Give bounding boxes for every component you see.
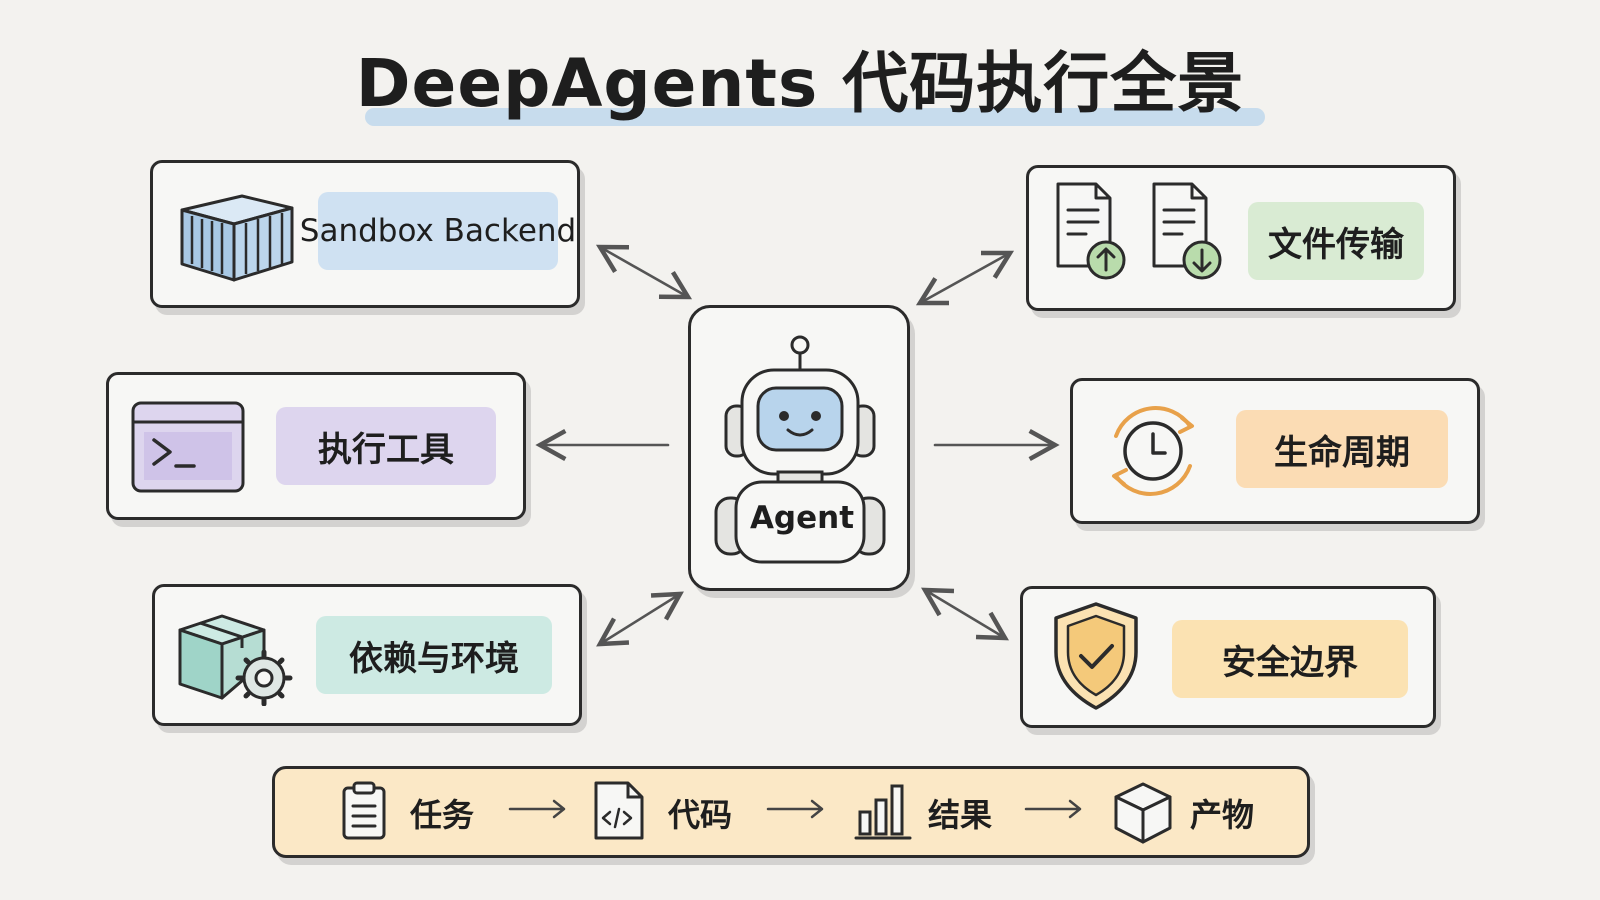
bar-chart-icon bbox=[854, 784, 912, 840]
arrow-right-icon bbox=[508, 799, 566, 819]
arrow-sandbox bbox=[595, 244, 693, 300]
shield-check-icon bbox=[1054, 602, 1138, 710]
file-transfer-label: 文件传输 bbox=[1248, 202, 1424, 280]
clipboard-icon bbox=[342, 781, 386, 840]
terminal-icon bbox=[131, 401, 245, 493]
flow-step-artifact: 产物 bbox=[1190, 796, 1255, 834]
arrow-transfer bbox=[915, 250, 1015, 306]
exec-tools-label: 执行工具 bbox=[276, 407, 496, 485]
flow-step-result: 结果 bbox=[928, 796, 993, 834]
robot-icon bbox=[714, 335, 886, 564]
security-boundary-label: 安全边界 bbox=[1172, 620, 1408, 698]
title-underline bbox=[365, 108, 1265, 126]
package-gear-icon bbox=[178, 614, 293, 706]
agent-label: Agent bbox=[749, 500, 855, 536]
arrow-deps bbox=[596, 591, 684, 647]
deps-env-label: 依赖与环境 bbox=[316, 616, 552, 694]
flow-step-task: 任务 bbox=[410, 796, 475, 834]
container-icon bbox=[180, 194, 294, 282]
page-title: DeepAgents 代码执行全景 bbox=[355, 45, 1245, 122]
file-upload-download-icon bbox=[1056, 182, 1222, 280]
arrow-right-icon bbox=[1024, 799, 1082, 819]
code-file-icon bbox=[594, 781, 644, 840]
arrow-security bbox=[921, 587, 1009, 641]
flow-step-code: 代码 bbox=[668, 796, 733, 834]
sandbox-backend-label: Sandbox Backend bbox=[300, 192, 576, 270]
cube-icon bbox=[1114, 782, 1172, 844]
clock-cycle-icon bbox=[1112, 406, 1194, 496]
arrow-right-icon bbox=[766, 799, 824, 819]
lifecycle-label: 生命周期 bbox=[1236, 410, 1448, 488]
